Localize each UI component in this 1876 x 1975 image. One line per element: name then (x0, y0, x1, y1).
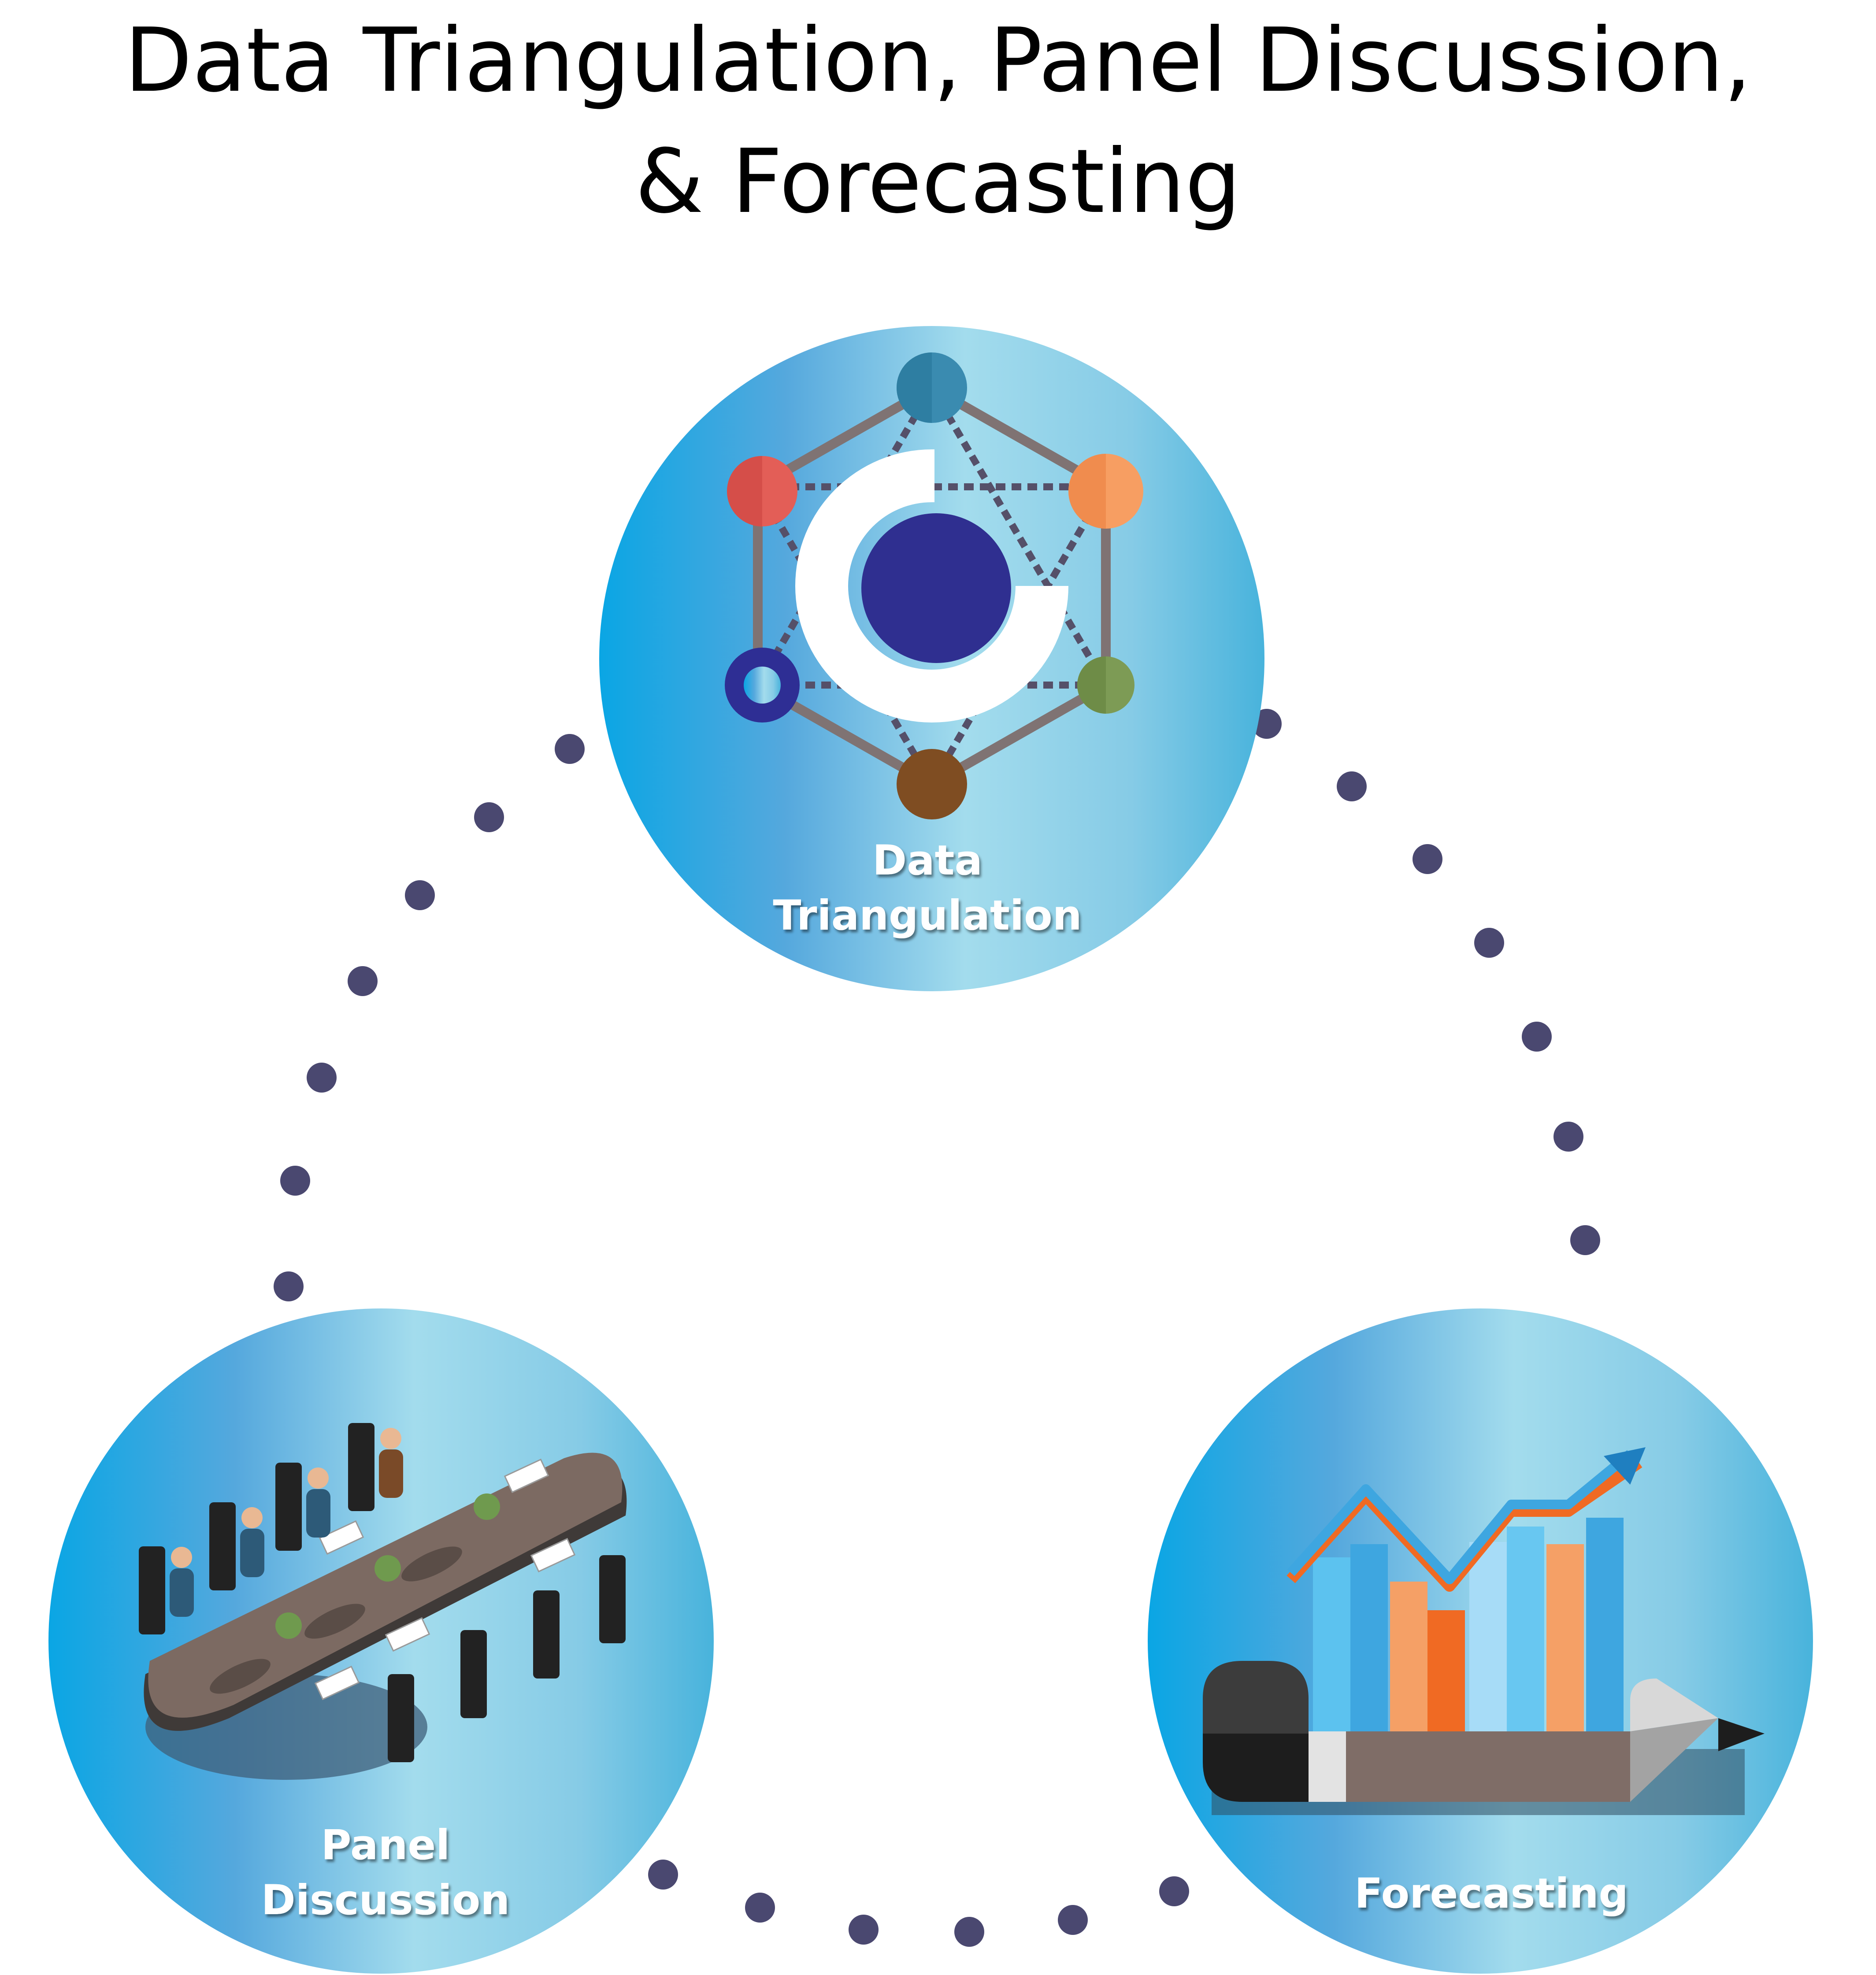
connector-dot (307, 1063, 337, 1093)
connector-dot (849, 1915, 879, 1945)
connector-dot (1474, 928, 1504, 958)
dotted-connector-bottom (648, 1860, 1189, 1947)
connector-dot (405, 880, 435, 910)
connector-dot (1553, 1122, 1583, 1152)
network-hub-icon (725, 352, 1143, 819)
connector-dot (1522, 1022, 1552, 1052)
bar-chart-pencil-icon (1203, 1447, 1765, 1815)
title-line-1: Data Triangulation, Panel Discussion, (124, 9, 1752, 112)
dotted-connector-right (1252, 709, 1600, 1255)
connector-dot (348, 966, 378, 996)
page-title: Data Triangulation, Panel Discussion, & … (0, 0, 1876, 242)
connector-dot (280, 1166, 310, 1196)
node-label-line: Panel (321, 1821, 450, 1869)
conference-table-icon (139, 1423, 627, 1780)
connector-dot (1058, 1905, 1088, 1935)
node-label-line: Data (872, 837, 982, 885)
node-label-line: Forecasting (1354, 1870, 1628, 1918)
connector-dot (1337, 771, 1367, 801)
connector-dot (1413, 844, 1442, 874)
connector-dot (954, 1917, 984, 1947)
connector-dot (1570, 1225, 1600, 1255)
node-forecasting: Forecasting (1148, 1308, 1813, 1974)
node-label-line: Triangulation (773, 892, 1082, 940)
connector-dot (648, 1860, 678, 1890)
node-data-triangulation: Data Triangulation (599, 326, 1264, 991)
node-label-line: Discussion (261, 1876, 510, 1924)
connector-dot (555, 734, 585, 764)
dotted-connector-left (274, 734, 585, 1301)
title-line-2: & Forecasting (635, 130, 1241, 233)
connector-dot (274, 1271, 304, 1301)
connector-dot (1159, 1876, 1189, 1906)
connector-dot (745, 1893, 775, 1923)
connector-dot (474, 802, 504, 832)
node-panel-discussion: Panel Discussion (48, 1308, 714, 1974)
